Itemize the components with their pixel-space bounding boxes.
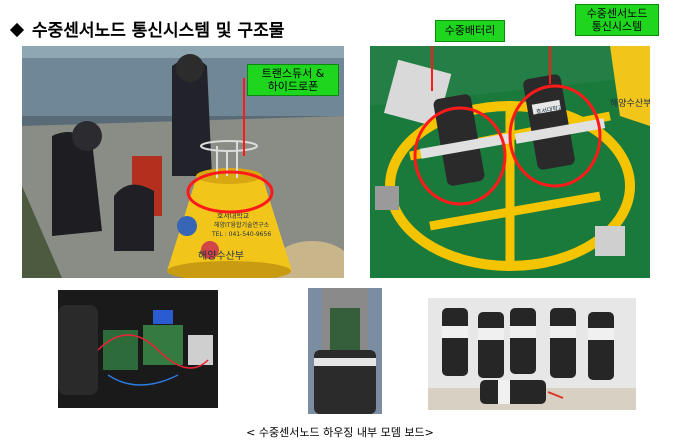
highlight-circle-battery [413,106,507,206]
highlight-circle-sensor-node [508,84,602,188]
buoy-text-3: TEL : 041-540-9656 [211,231,271,238]
highlight-circle-transducer [186,170,274,214]
page-title: 수중센서노드 통신시스템 및 구조물 [8,16,284,41]
photo-housing-board [308,288,382,414]
diamond-bullet-icon [9,22,25,38]
label-underwater-battery: 수중배터리 [435,20,505,42]
org-logo-text-1: 해양수산부 [198,249,244,262]
label-sensor-node-comm: 수중센서노드 통신시스템 [575,4,659,36]
buoy-text-1: 호서대학교 [217,211,250,220]
buoy-text-2: 해양IT융합기술연구소 [214,221,270,229]
photo-frame-battery: 해양수산부 호서대학교 [370,46,650,278]
figure-caption: < 수중센서노드 하우징 내부 모뎀 보드> [246,426,434,439]
label-transducer-hydrophone: 트랜스듀서 & 하이드로폰 [247,64,339,96]
org-logo-text-2: 해양수산부 [610,98,650,109]
photo-housing-array [428,298,636,410]
photo-modem-board [58,290,218,408]
